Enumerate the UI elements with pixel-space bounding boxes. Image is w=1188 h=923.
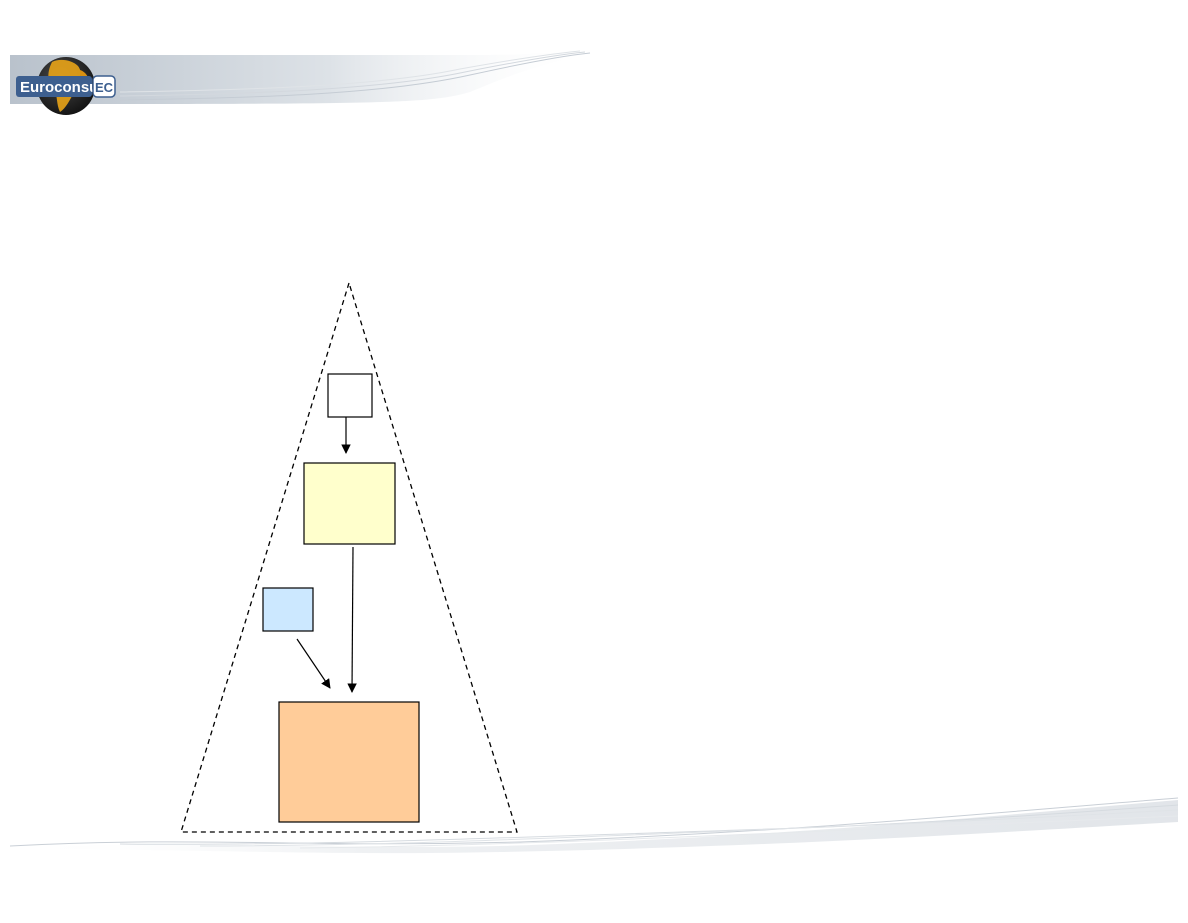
logo-mark: EC [95,80,114,95]
top-box [327,373,373,418]
logo-mark-bg [92,75,116,98]
side-box [262,587,314,632]
logo-text: Euroconsult [20,79,108,96]
logo-label-bg [16,76,92,97]
footer-swoosh [9,797,1179,854]
boundary-triangle [180,280,518,833]
middle-box [303,462,396,545]
euroconsult-logo: Euroconsult EC [16,57,116,115]
bottom-box [278,701,420,823]
header-band [10,50,591,104]
diagram [180,280,518,833]
arrow-side-to-bottom [296,638,331,689]
arrow-middle-to-bottom [347,546,357,693]
